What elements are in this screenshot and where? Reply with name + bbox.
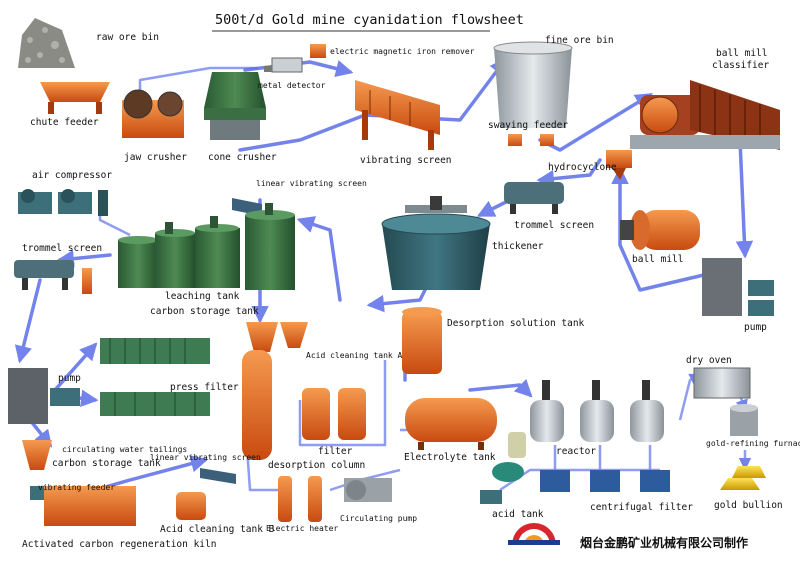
label-leaching-tank: leaching tank bbox=[165, 291, 240, 302]
label-gold-refining-furnace: gold-refining furnace bbox=[706, 439, 800, 448]
label-acid-cleaning-tank-b: Acid cleaning tank B bbox=[160, 524, 275, 535]
hydrocyclone bbox=[606, 150, 632, 180]
label-swaying-feeder: swaying feeder bbox=[488, 120, 568, 131]
label-cone-crusher: cone crusher bbox=[208, 152, 277, 163]
press-filter-top bbox=[100, 338, 210, 364]
label-acid-cleaning-tank-a: Acid cleaning tank A bbox=[306, 351, 403, 360]
label-pump-left: pump bbox=[58, 373, 81, 384]
press-filter-bottom bbox=[100, 392, 210, 416]
ball-mill-classifier bbox=[630, 80, 780, 150]
label-activated-carbon-regeneration-kiln: Activated carbon regeneration kiln bbox=[22, 539, 216, 550]
label-carbon-storage-tank-top: carbon storage tank bbox=[150, 306, 259, 317]
regeneration-kiln bbox=[30, 486, 136, 526]
leaching-tanks bbox=[118, 203, 295, 290]
label-jaw-crusher: jaw crusher bbox=[124, 152, 187, 163]
carbon-storage-tanks-top bbox=[246, 322, 308, 352]
label-circulating-pump: Circulating pump bbox=[340, 514, 417, 523]
label-linear-vibrating-screen-bottom: linear vibrating screen bbox=[150, 453, 261, 462]
label-linear-vibrating-screen-top: linear vibrating screen bbox=[256, 179, 367, 188]
carbon-storage-tank-bottom bbox=[22, 440, 52, 470]
label-trommel-screen-left: trommel screen bbox=[22, 243, 102, 254]
label-thickener: thickener bbox=[492, 241, 544, 252]
acid-tank-area bbox=[480, 432, 526, 504]
label-dry-oven: dry oven bbox=[686, 355, 732, 366]
electrolyte-tank bbox=[405, 398, 497, 450]
circulating-pump bbox=[344, 478, 392, 502]
label-acid-tank: acid tank bbox=[492, 509, 544, 520]
label-vibrating-feeder: vibrating feeder bbox=[38, 483, 115, 492]
trommel-screen-right bbox=[504, 182, 564, 214]
label-trommel-screen-right: trommel screen bbox=[514, 220, 594, 231]
swaying-feeders bbox=[508, 134, 554, 146]
label-desorption-solution-tank: Desorption solution tank bbox=[447, 318, 585, 329]
desorption-column bbox=[242, 350, 272, 460]
label-air-compressor: air compressor bbox=[32, 170, 112, 181]
electric-heaters bbox=[278, 476, 322, 522]
label-metal-detector: metal detector bbox=[258, 81, 326, 90]
label-filter: filter bbox=[318, 446, 353, 457]
label-reactor: reactor bbox=[556, 446, 596, 457]
diagram-title: 500t/d Gold mine cyanidation flowsheet bbox=[215, 12, 524, 28]
label-vibrating-screen: vibrating screen bbox=[360, 155, 452, 166]
jaw-crusher bbox=[122, 89, 184, 138]
small-orange-pump-left bbox=[82, 268, 92, 294]
fine-ore-bin bbox=[493, 41, 573, 128]
label-classifier: classifier bbox=[712, 60, 769, 71]
label-gold-bullion: gold bullion bbox=[714, 500, 783, 511]
air-compressors bbox=[18, 189, 108, 216]
label-ball-mill: ball mill bbox=[716, 48, 767, 59]
ball-mill bbox=[620, 210, 700, 250]
gold-refining-furnace bbox=[730, 404, 758, 436]
metal-detector bbox=[264, 57, 303, 73]
label-raw-ore-bin: raw ore bin bbox=[96, 32, 159, 43]
label-pump-right: pump bbox=[744, 322, 767, 333]
company-logo bbox=[508, 523, 560, 545]
acid-cleaning-tank-b bbox=[176, 492, 206, 520]
label-press-filter: press filter bbox=[170, 382, 239, 393]
cone-crusher bbox=[204, 72, 266, 140]
centrifugal-filters bbox=[540, 470, 670, 492]
electric-magnetic-iron-remover bbox=[310, 44, 326, 58]
label-electrolyte-tank: Electrolyte tank bbox=[404, 452, 496, 463]
pump-tank-left bbox=[8, 368, 80, 424]
vibrating-screen bbox=[355, 80, 440, 150]
dry-oven bbox=[693, 367, 751, 399]
label-centrifugal-filter: centrifugal filter bbox=[590, 502, 693, 513]
linear-vibrating-screen-bottom bbox=[200, 468, 236, 484]
chute-feeder bbox=[40, 82, 110, 114]
reactors bbox=[530, 380, 664, 442]
filters bbox=[302, 388, 366, 440]
label-hydrocyclone: hydrocyclone bbox=[548, 162, 617, 173]
thickener bbox=[381, 196, 491, 290]
label-electric-magnetic-iron-remover: electric magnetic iron remover bbox=[330, 47, 475, 56]
label-desorption-column: desorption column bbox=[268, 460, 365, 471]
raw-ore-bin bbox=[18, 18, 75, 68]
desorption-solution-tank bbox=[402, 307, 442, 374]
label-fine-ore-bin: fine ore bin bbox=[545, 35, 614, 46]
label-electric-heater: Electric heater bbox=[266, 524, 338, 533]
label-carbon-storage-tank-bottom: carbon storage tank bbox=[52, 458, 161, 469]
footer-company-text: 烟台金鹏矿业机械有限公司制作 bbox=[580, 535, 748, 550]
trommel-screen-left bbox=[14, 260, 74, 290]
label-chute-feeder: chute feeder bbox=[30, 117, 99, 128]
gold-bullion bbox=[720, 466, 766, 490]
pump-tank-right bbox=[702, 258, 774, 316]
label-ball-mill-lower: ball mill bbox=[632, 254, 683, 265]
label-circulating-water-tailings: circulating water tailings bbox=[62, 445, 187, 454]
